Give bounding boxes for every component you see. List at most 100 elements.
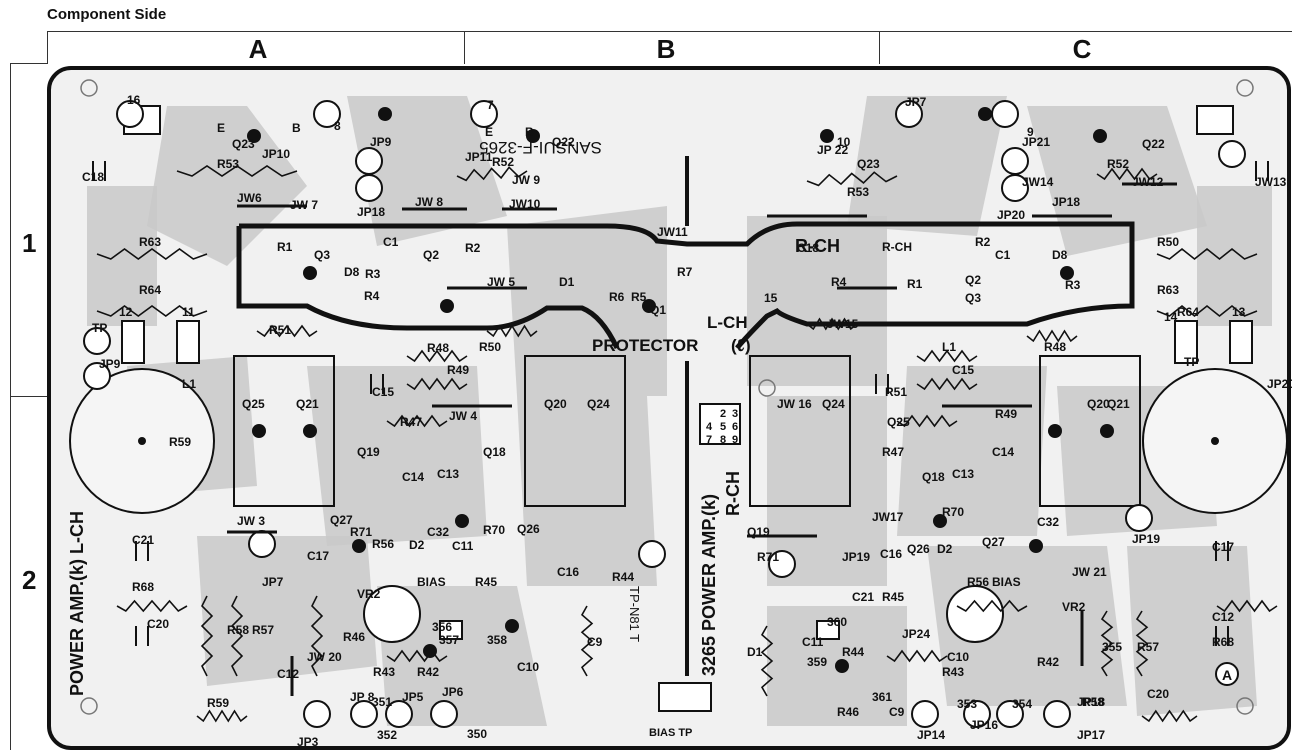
power-amp-l-ch-label: POWER AMP.(k) L-CH	[67, 511, 87, 696]
component-label: Q26	[517, 522, 540, 536]
component-label: JP3	[297, 735, 319, 749]
component-label: R70	[483, 523, 505, 537]
solder-pad	[505, 619, 519, 633]
component-label: JW17	[872, 510, 904, 524]
copper-trace	[507, 206, 667, 396]
component-label: 359	[807, 655, 827, 669]
component-label: JP18	[1077, 695, 1105, 709]
jumper-pad	[1043, 700, 1071, 728]
component-label: Q25	[887, 415, 910, 429]
component-label: C14	[402, 470, 424, 484]
resistor	[1100, 610, 1114, 677]
component-label: D1	[747, 645, 763, 659]
component-label: C16	[880, 547, 902, 561]
component-label: JW10	[509, 197, 541, 211]
component-label: Q1	[650, 303, 666, 317]
resistor	[806, 317, 858, 331]
l-ch-label: L-CH	[707, 313, 748, 332]
component-label: JP6	[442, 685, 464, 699]
solder-pad	[440, 299, 454, 313]
component-label: C10	[517, 660, 539, 674]
component-label: R57	[252, 623, 274, 637]
component-label: JP20	[1267, 377, 1292, 391]
copper-trace	[307, 366, 487, 546]
row-header-bar	[10, 63, 11, 750]
copper-trace	[197, 536, 377, 686]
component-label: JW13	[1255, 175, 1287, 189]
component-label: L1	[942, 340, 956, 354]
copper-trace	[847, 96, 1007, 236]
transistor-block	[1039, 355, 1141, 507]
column-label-b: B	[656, 34, 676, 64]
resistor	[916, 377, 978, 391]
connector-pin-number: 9	[732, 434, 738, 446]
component-label: 14	[1164, 310, 1178, 324]
resistor	[1156, 304, 1258, 318]
component-label: C14	[992, 445, 1014, 459]
component-label: BIAS	[417, 575, 446, 589]
component-label: R4	[831, 275, 847, 289]
component-label: Q21	[1107, 397, 1130, 411]
resistor	[806, 171, 898, 187]
resistor	[1135, 610, 1149, 677]
component-label: 356	[432, 620, 452, 634]
solder-pad	[526, 129, 540, 143]
component-label: R2	[465, 241, 481, 255]
jumper-pad	[1001, 147, 1029, 175]
component-label: R52	[1107, 157, 1129, 171]
component-label: Q18	[483, 445, 506, 459]
component-label: C11	[802, 635, 824, 649]
component-label: C10	[947, 650, 969, 664]
resistor	[456, 166, 528, 182]
component-label: C20	[147, 617, 169, 631]
component-label: R56	[372, 537, 394, 551]
page-title: Component Side	[47, 6, 167, 23]
resistor	[580, 605, 594, 677]
resistor	[896, 414, 958, 428]
component-label: JW 4	[449, 409, 477, 423]
component-label: Q3	[314, 248, 330, 262]
resistor	[956, 599, 1028, 613]
component-label: JP 8	[350, 690, 375, 704]
mounting-hole	[1236, 697, 1254, 715]
component-label: R46	[343, 630, 365, 644]
component-label: JW14	[1022, 175, 1054, 189]
jumper-pad	[991, 100, 1019, 128]
component-label: R53	[847, 185, 869, 199]
component-label: Q2	[965, 273, 981, 287]
copper-trace	[1197, 186, 1272, 326]
connector-block	[699, 403, 741, 445]
connector-pin-number: 4	[706, 421, 713, 433]
component-label: R51	[269, 323, 291, 337]
resistor	[1216, 599, 1278, 613]
connector-pin-number: 6	[732, 421, 738, 433]
resistor	[196, 709, 248, 723]
solder-pad	[1029, 539, 1043, 553]
component-label: C15	[952, 363, 974, 377]
jumper-pad	[1001, 174, 1029, 202]
component-label: R68	[1212, 635, 1234, 649]
component-label: JP9	[370, 135, 392, 149]
component-label: R43	[942, 665, 964, 679]
component-label: B	[525, 125, 534, 139]
component-label: C9	[889, 705, 905, 719]
column-label-a: A	[248, 34, 268, 64]
trimmer-resistor	[946, 585, 1004, 643]
component-label: JP7	[905, 95, 927, 109]
component-label: D8	[344, 265, 360, 279]
component-label: R70	[942, 505, 964, 519]
solder-pad	[835, 659, 849, 673]
component-label: R47	[882, 445, 904, 459]
coil-center	[138, 437, 146, 445]
jumper-pad	[350, 700, 378, 728]
component-label: JP9	[99, 357, 121, 371]
component-label: C17	[1212, 540, 1234, 554]
component-label: R43	[373, 665, 395, 679]
small-component-box	[1174, 320, 1198, 364]
components	[69, 79, 1288, 728]
resistor	[406, 377, 468, 391]
small-component-box	[121, 320, 145, 364]
component-label: R42	[1037, 655, 1059, 669]
r-ch-box-label: R-CH	[795, 236, 840, 256]
component-label: 7	[487, 98, 494, 112]
